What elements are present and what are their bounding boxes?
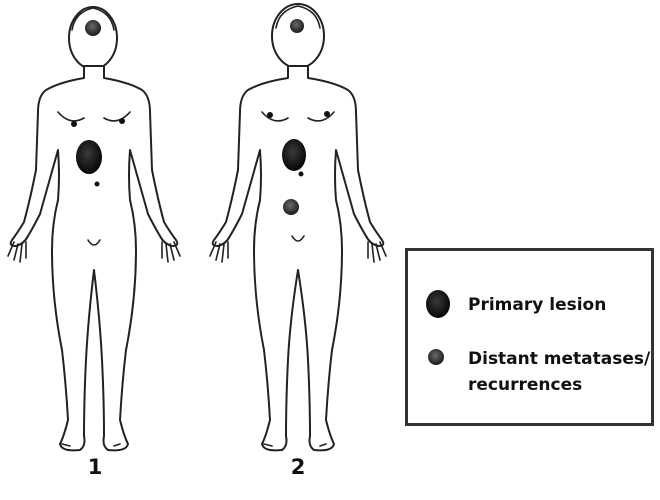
legend-row-metastasis: Distant metatases/ recurrences bbox=[424, 346, 650, 398]
abdominal-metastasis-marker-2 bbox=[283, 199, 299, 215]
primary-lesion-legend-icon bbox=[424, 289, 456, 323]
nipple-left-1 bbox=[71, 121, 77, 127]
figure-label-2: 2 bbox=[278, 455, 318, 479]
figure-label-1: 1 bbox=[75, 455, 115, 479]
metastasis-legend-label-line2: recurrences bbox=[468, 372, 650, 398]
nipple-left-2 bbox=[267, 112, 273, 118]
primary-lesion-marker-1 bbox=[76, 140, 102, 174]
legend-row-primary: Primary lesion bbox=[424, 289, 606, 323]
navel-1 bbox=[95, 182, 100, 187]
body-figure-2 bbox=[210, 4, 386, 450]
nipple-right-1 bbox=[119, 118, 125, 124]
brain-metastasis-marker-1 bbox=[85, 20, 101, 36]
metastasis-legend-label-line1: Distant metatases/ bbox=[468, 346, 650, 372]
primary-lesion-legend-label: Primary lesion bbox=[468, 292, 606, 318]
nipple-right-2 bbox=[324, 111, 330, 117]
body-figure-1 bbox=[8, 7, 180, 450]
head-outline-1 bbox=[69, 7, 117, 69]
torso-outline-1 bbox=[11, 66, 178, 450]
legend: Primary lesion Distant metatases/ recurr… bbox=[405, 248, 654, 426]
head-outline-2 bbox=[272, 4, 324, 68]
metastasis-legend-icon bbox=[424, 346, 456, 370]
primary-lesion-marker-2 bbox=[282, 139, 306, 171]
navel-2 bbox=[299, 172, 304, 177]
metastasis-legend-label: Distant metatases/ recurrences bbox=[468, 346, 650, 398]
torso-outline-2 bbox=[213, 66, 384, 450]
brain-metastasis-marker-2 bbox=[290, 19, 304, 33]
